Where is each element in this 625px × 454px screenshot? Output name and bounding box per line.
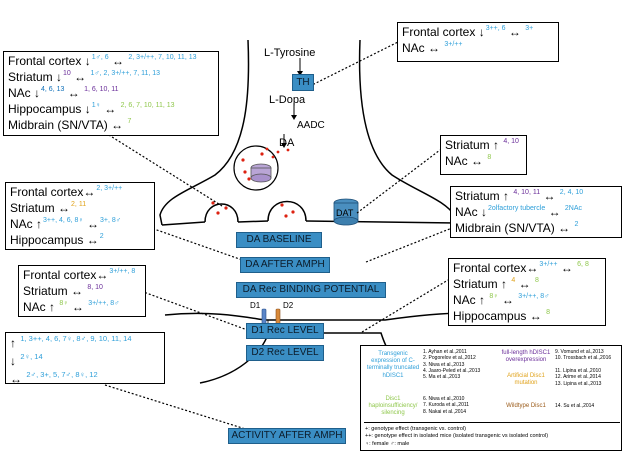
row-frontal: Frontal cortex ↓3++, 6 ↔ 3+ <box>402 25 534 39</box>
tyrosine-label: L-Tyrosine <box>264 47 316 59</box>
legend-refs-e: 14. Su et al.,2014 <box>555 403 595 409</box>
row-nac: NAc ↔ 8 <box>445 154 492 168</box>
row-striatum: Striatum ↑ 4, 10 <box>445 138 519 152</box>
legend-fulllength: full-length hDISC1 overexpression <box>501 350 551 364</box>
row-striatum: Striatum ↔2, 11 <box>10 201 87 215</box>
label-d1-level: D1 Rec LEVEL <box>246 323 324 339</box>
label-da-baseline: DA BASELINE <box>236 232 322 248</box>
d2-label: D2 <box>283 301 294 310</box>
row-nac: NAc ↑ 8♀ ↔ 3+/++, 8♂ <box>453 293 550 307</box>
row-striatum: Striatum ↓10 ↔ 1♂, 2, 3+/++, 7, 11, 13 <box>8 70 161 84</box>
d1-label: D1 <box>250 301 261 310</box>
row-striatum: Striatum ↑ 4 ↔ 8 <box>453 277 539 291</box>
row-striatum: Striatum ↑ 4, 10, 11 ↔ 2, 4, 10 <box>455 189 584 203</box>
row-frontal: Frontal cortex↔2, 3+/++ <box>10 185 123 199</box>
aadc-label: AADC <box>297 120 325 131</box>
legend-artificial: Artificial Disc1 mutation <box>507 373 545 387</box>
label-da-after-amph: DA AFTER AMPH <box>240 257 330 273</box>
legend-wildtype: Wildtype Disc1 <box>506 403 546 409</box>
box-d1: Frontal cortex↔3+/++, 8 Striatum ↔ 8, 10… <box>18 265 146 317</box>
dat-label: DAT <box>336 208 354 218</box>
row-midbrain: Midbrain (SN/VTA) ↔ 7 <box>8 118 132 132</box>
box-da-baseline: Frontal cortex ↓1♂, 6 ↔ 2, 3+/++, 7, 10,… <box>3 51 219 136</box>
legend-footnotes: +: genotype effect (transgenic vs. contr… <box>365 426 549 447</box>
row-frontal: Frontal cortex↔3+/++, 8 <box>23 268 136 282</box>
box-activity: ↑ 1, 3++, 4, 6, 7♀, 8♂, 9, 10, 11, 14 ↓ … <box>5 332 165 386</box>
box-th: Frontal cortex ↓3++, 6 ↔ 3+ NAc ↔ 3+/++ <box>397 22 559 62</box>
da-label: DA <box>279 137 295 149</box>
row-nac: NAc ↓2olfactory tubercle ↔ 2NAc <box>455 205 583 219</box>
l-dopa-label: L-Dopa <box>269 94 306 106</box>
row-nac: NAc ↑ 8♀ ↔ 3+/++, 8♂ <box>23 300 120 314</box>
legend-haplo: Disc1 haploinsufficiency/ silencing <box>368 396 418 417</box>
box-d2: Frontal cortex↔3+/++ ↔ 6, 8 Striatum ↑ 4… <box>448 258 606 326</box>
row-nac: NAc ↔ 3+/++ <box>402 41 463 55</box>
label-binding-potential: DA Rec BINDING POTENTIAL <box>236 282 386 298</box>
row-hippocampus: Hippocampus ↔2 <box>10 233 104 247</box>
box-binding-potential: Striatum ↑ 4, 10, 11 ↔ 2, 4, 10 NAc ↓2ol… <box>450 186 622 238</box>
legend-transgenic: Transgenic expression of C-terminally tr… <box>366 351 420 379</box>
row-frontal: Frontal cortex ↓1♂, 6 ↔ 2, 3+/++, 7, 10,… <box>8 54 197 68</box>
row-nac: NAc ↓4, 6, 13 ↔ 1, 6, 10, 11 <box>8 86 119 100</box>
row-hippocampus: Hippocampus ↔ 8 <box>453 309 550 323</box>
row-frontal: Frontal cortex↔3+/++ ↔ 6, 8 <box>453 261 589 275</box>
legend: Transgenic expression of C-terminally tr… <box>360 345 622 451</box>
row-hippocampus: Hippocampus ↓1♀ ↔ 2, 6, 7, 10, 11, 13 <box>8 102 175 116</box>
label-d2-level: D2 Rec LEVEL <box>246 345 324 361</box>
label-activity-after-amph: ACTIVITY AFTER AMPH <box>228 428 346 444</box>
row-nac: NAc ↑3++, 4, 6, 8♀ ↔3+, 8♂ <box>10 217 122 231</box>
row-striatum: Striatum ↔ 8, 10 <box>23 284 103 298</box>
box-da-after-amph: Frontal cortex↔2, 3+/++ Striatum ↔2, 11 … <box>5 182 155 250</box>
th-enzyme: TH <box>292 74 314 91</box>
row-up: ↑ 1, 3++, 4, 6, 7♀, 8♂, 9, 10, 11, 14 <box>10 334 132 350</box>
row-midbrain: Midbrain (SN/VTA) ↔ 2 <box>455 221 579 235</box>
row-down: ↓ 2♀, 14 <box>10 352 43 368</box>
row-flat: ↔ 2♂, 3+, 5, 7♂, 8♀, 12 <box>10 370 98 386</box>
box-dat: Striatum ↑ 4, 10 NAc ↔ 8 <box>440 135 527 175</box>
